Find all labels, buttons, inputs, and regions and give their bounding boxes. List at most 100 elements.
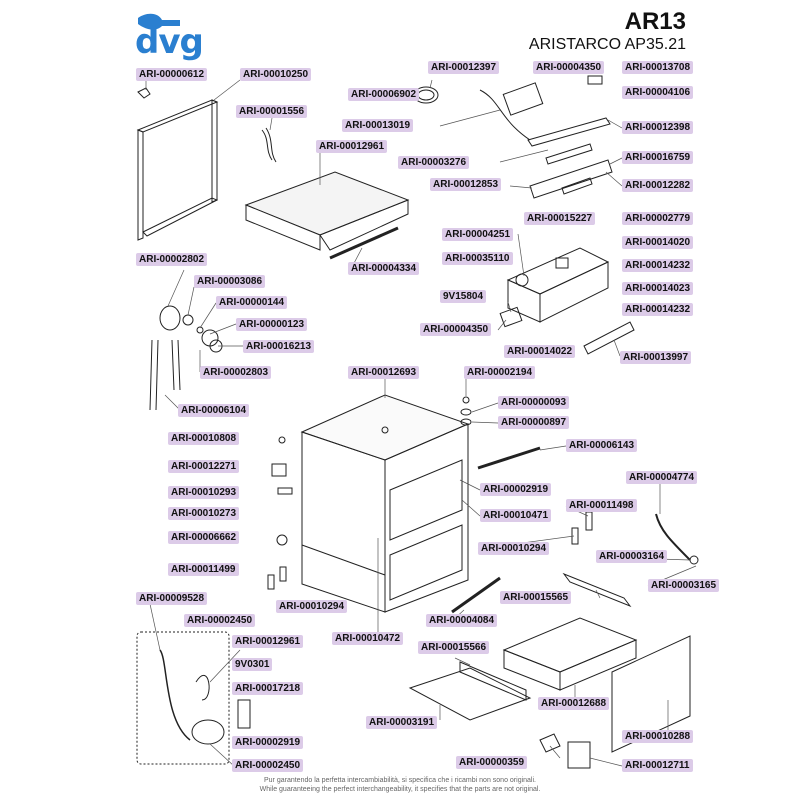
part-label[interactable]: ARI-00012711	[622, 759, 693, 772]
panel-strip-drawing	[527, 117, 611, 147]
part-label[interactable]: ARI-00004106	[622, 86, 694, 99]
part-label[interactable]: ARI-00012688	[538, 697, 610, 710]
part-label[interactable]: ARI-00000359	[456, 756, 528, 769]
control-box-drawing	[506, 247, 610, 323]
part-label[interactable]: ARI-00012398	[622, 121, 694, 134]
pump-group-frame	[136, 631, 230, 765]
filter-tray-drawing	[502, 617, 638, 691]
part-label[interactable]: ARI-00001556	[236, 105, 308, 118]
part-label[interactable]: ARI-00010471	[480, 509, 552, 522]
disclaimer-italian: Pur garantendo la perfetta intercambiabi…	[264, 777, 536, 784]
cable-drawing	[261, 127, 277, 163]
part-label[interactable]: 9V15804	[440, 290, 487, 303]
clip-drawing	[137, 87, 151, 99]
part-label[interactable]: ARI-00002779	[622, 212, 694, 225]
part-label[interactable]: ARI-00003086	[194, 275, 266, 288]
part-label[interactable]: ARI-00015565	[500, 591, 572, 604]
module-drawing	[499, 306, 523, 328]
part-label[interactable]: ARI-00010293	[168, 486, 240, 499]
part-label[interactable]: ARI-00015566	[418, 641, 490, 654]
wire-drawing	[479, 89, 531, 141]
part-label[interactable]: ARI-00010288	[622, 730, 694, 743]
part-label[interactable]: ARI-00010808	[168, 432, 240, 445]
part-label[interactable]: ARI-00000093	[498, 396, 570, 409]
part-label[interactable]: ARI-00004251	[442, 228, 514, 241]
brand-name: dvg	[135, 22, 204, 62]
rod-drawing	[477, 446, 541, 470]
part-label[interactable]: ARI-00013997	[620, 351, 692, 364]
disclaimer: Pur garantendo la perfetta intercambiabi…	[0, 776, 800, 794]
part-label[interactable]: ARI-00012961	[316, 140, 388, 153]
cabinet-drawing	[300, 394, 470, 613]
part-label[interactable]: ARI-00010273	[168, 507, 240, 520]
valve-drawing	[159, 305, 223, 353]
part-label[interactable]: ARI-00003276	[398, 156, 470, 169]
part-label[interactable]: ARI-00035110	[442, 252, 513, 265]
part-label[interactable]: ARI-00002919	[480, 483, 552, 496]
part-label[interactable]: ARI-00002450	[232, 759, 304, 772]
top-cover-drawing	[244, 171, 410, 260]
part-label[interactable]: ARI-00004334	[348, 262, 420, 275]
part-label[interactable]: ARI-00002194	[464, 366, 536, 379]
plate-drawing	[408, 667, 532, 721]
part-label[interactable]: ARI-00003164	[596, 550, 668, 563]
part-label[interactable]: ARI-00000897	[498, 416, 570, 429]
part-label[interactable]: ARI-00006104	[178, 404, 250, 417]
part-label[interactable]: ARI-00014020	[622, 236, 694, 249]
part-label[interactable]: ARI-00006143	[566, 439, 638, 452]
part-label[interactable]: ARI-00009528	[136, 592, 208, 605]
rail-drawing	[562, 572, 632, 608]
part-label[interactable]: ARI-00003191	[366, 716, 438, 729]
part-label[interactable]: ARI-00012853	[430, 178, 502, 191]
part-label[interactable]: ARI-00006662	[168, 531, 240, 544]
part-label[interactable]: ARI-00000144	[216, 296, 288, 309]
part-label[interactable]: ARI-00014022	[504, 345, 576, 358]
part-label[interactable]: ARI-00002919	[232, 736, 304, 749]
part-label[interactable]: ARI-00011498	[566, 499, 637, 512]
part-label[interactable]: ARI-00002803	[200, 366, 272, 379]
part-label[interactable]: ARI-00004774	[626, 471, 698, 484]
part-label[interactable]: ARI-00017218	[232, 682, 304, 695]
part-label[interactable]: ARI-00003165	[648, 579, 720, 592]
brand-logo	[138, 13, 180, 30]
part-label[interactable]: ARI-00010250	[240, 68, 312, 81]
part-label[interactable]: ARI-00014023	[622, 282, 694, 295]
side-panel-drawing	[611, 635, 691, 753]
part-label[interactable]: ARI-00004350	[420, 323, 492, 336]
part-label[interactable]: ARI-00011499	[168, 563, 239, 576]
part-label[interactable]: ARI-00000123	[236, 318, 308, 331]
door-frame-drawing	[136, 99, 219, 241]
part-label[interactable]: ARI-00016213	[243, 340, 315, 353]
part-label[interactable]: ARI-00006902	[348, 88, 420, 101]
part-label[interactable]: ARI-00013019	[342, 119, 414, 132]
part-label[interactable]: ARI-00013708	[622, 61, 694, 74]
disclaimer-english: While guaranteeing the perfect interchan…	[259, 786, 541, 793]
part-label[interactable]: ARI-00012271	[168, 460, 240, 473]
board-drawing	[502, 82, 544, 116]
part-label[interactable]: ARI-00012961	[232, 635, 304, 648]
part-label[interactable]: ARI-00004084	[426, 614, 498, 627]
bracket-drawing	[583, 321, 635, 355]
hoses-drawing	[149, 339, 181, 411]
part-label[interactable]: ARI-00012397	[428, 61, 500, 74]
front-panel-drawing	[529, 159, 613, 199]
part-label[interactable]: ARI-00000612	[136, 68, 208, 81]
part-label[interactable]: ARI-00010294	[478, 542, 550, 555]
part-label[interactable]: ARI-00004350	[533, 61, 605, 74]
part-label[interactable]: ARI-00012282	[622, 179, 694, 192]
part-label[interactable]: ARI-00014232	[622, 303, 694, 316]
part-label[interactable]: ARI-00015227	[524, 212, 596, 225]
leader-lines	[145, 79, 697, 767]
part-label[interactable]: ARI-00002450	[184, 614, 256, 627]
part-label[interactable]: ARI-00010472	[332, 632, 404, 645]
pump-drawing	[191, 719, 225, 745]
model-code: AR13	[624, 8, 686, 35]
part-label[interactable]: ARI-00002802	[136, 253, 208, 266]
part-label[interactable]: 9V0301	[232, 658, 273, 671]
part-label[interactable]: ARI-00014232	[622, 259, 694, 272]
part-label[interactable]: ARI-00010294	[276, 600, 348, 613]
part-label[interactable]: ARI-00012693	[348, 366, 420, 379]
model-name: ARISTARCO AP35.21	[528, 36, 686, 53]
part-label[interactable]: ARI-00016759	[622, 151, 694, 164]
